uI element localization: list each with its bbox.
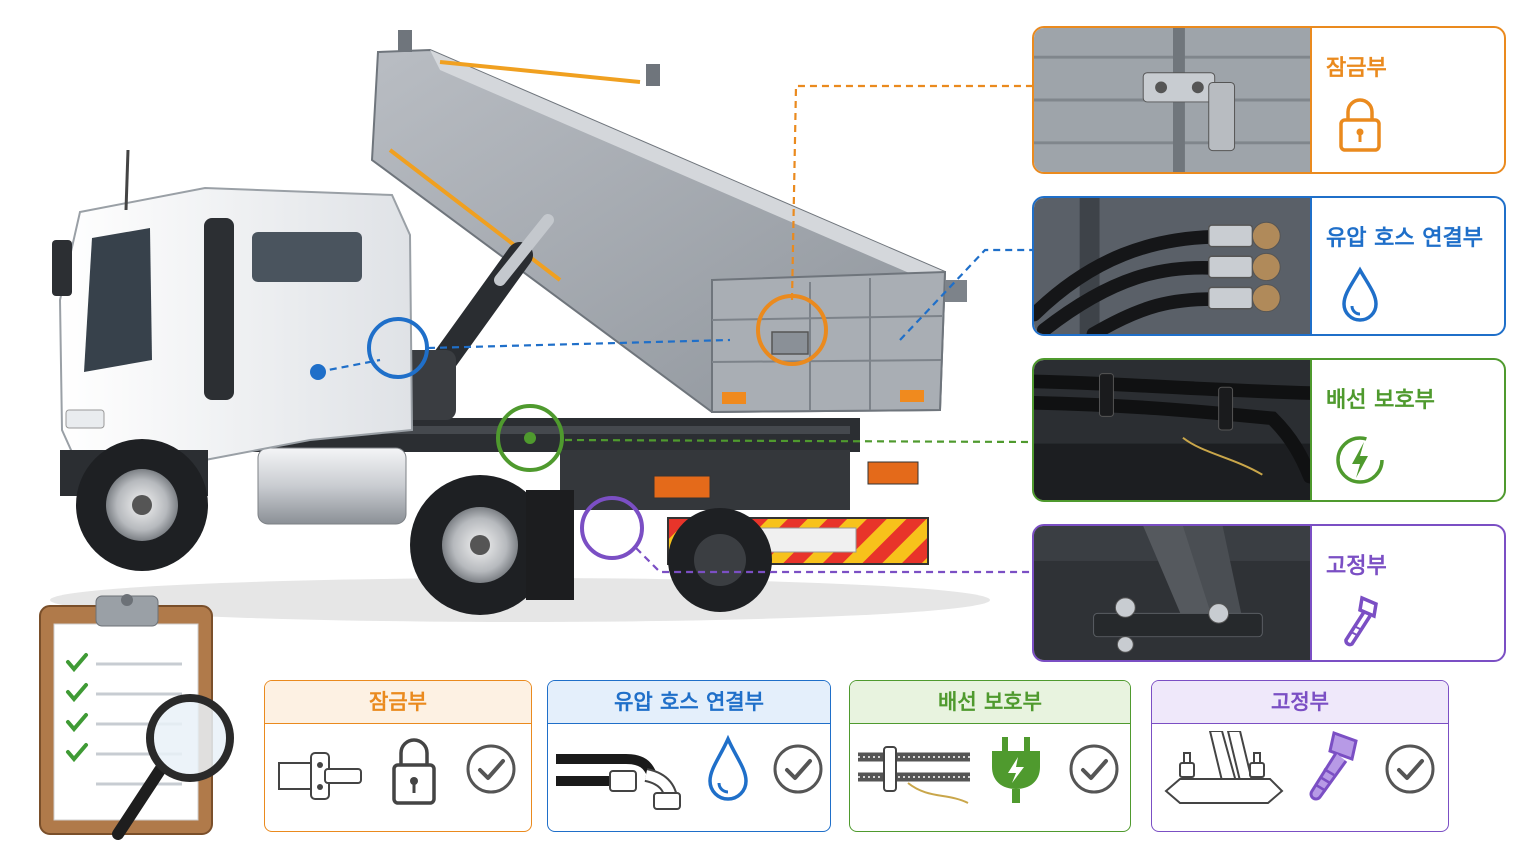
summary-card-fixing-title: 고정부 [1152,681,1448,724]
leader-line-wiring [564,438,1033,444]
callout-wiring-title: 배선 보호부 [1326,388,1435,413]
callout-wiring[interactable]: 배선 보호부 [1032,358,1506,502]
wiring-point-dot [524,432,536,444]
leader-line-hydraulic-3 [317,358,381,374]
mounting-bracket-icon [1162,731,1286,811]
water-drop-icon [1334,264,1386,324]
summary-card-wiring[interactable]: 배선 보호부 [849,680,1131,832]
summary-card-wiring-title: 배선 보호부 [850,681,1130,724]
bolt-icon [1334,592,1386,652]
wire-harness-icon [858,743,970,807]
leader-line-fixing [635,547,1032,574]
summary-card-lock[interactable]: 잠금부 [264,680,532,832]
hydraulic-detail-photo [1034,198,1312,334]
clipboard-icon [39,594,234,840]
water-drop-icon [704,733,752,805]
callout-hydraulic[interactable]: 유압 호스 연결부 [1032,196,1506,336]
highlight-circle-lock[interactable] [756,294,828,366]
callout-fixing[interactable]: 고정부 [1032,524,1506,662]
highlight-circle-wiring[interactable] [496,404,564,472]
wiring-detail-photo [1034,360,1312,500]
dump-body [370,30,967,414]
check-icon [1384,743,1436,795]
mud-flap [526,490,574,600]
check-icon [1068,743,1120,795]
bolt-icon [1302,729,1362,807]
summary-card-hydraulic-title: 유압 호스 연결부 [548,681,830,724]
hydraulic-point-dot [310,364,326,380]
latch-icon [275,745,365,807]
summary-card-lock-title: 잠금부 [265,681,531,724]
lock-detail-photo [1034,28,1312,172]
leader-line-hydraulic-1 [427,338,731,350]
lightning-bolt-icon [1334,426,1386,486]
check-icon [465,743,517,795]
callout-lock-title: 잠금부 [1326,56,1387,81]
callout-fixing-title: 고정부 [1326,554,1387,579]
leader-line-hydraulic-2 [899,248,1032,341]
callout-hydraulic-title: 유압 호스 연결부 [1326,226,1483,251]
hose-fitting-icon [556,741,682,811]
electric-plug-icon [988,737,1044,803]
summary-card-fixing[interactable]: 고정부 [1151,680,1449,832]
check-icon [772,743,824,795]
padlock-icon [1334,94,1386,154]
front-wheel [76,439,208,571]
padlock-icon [389,733,439,809]
magnifier-icon [146,694,234,782]
fuel-tank [257,447,407,525]
highlight-circle-hydraulic[interactable] [367,317,429,379]
fixing-detail-photo [1034,526,1312,660]
callout-lock[interactable]: 잠금부 [1032,26,1506,174]
rear-axle-wheel [668,508,772,612]
highlight-circle-fixing[interactable] [580,496,644,560]
magnifier-handle [112,764,166,840]
rear-wheel [410,475,550,615]
summary-card-hydraulic[interactable]: 유압 호스 연결부 [547,680,831,832]
